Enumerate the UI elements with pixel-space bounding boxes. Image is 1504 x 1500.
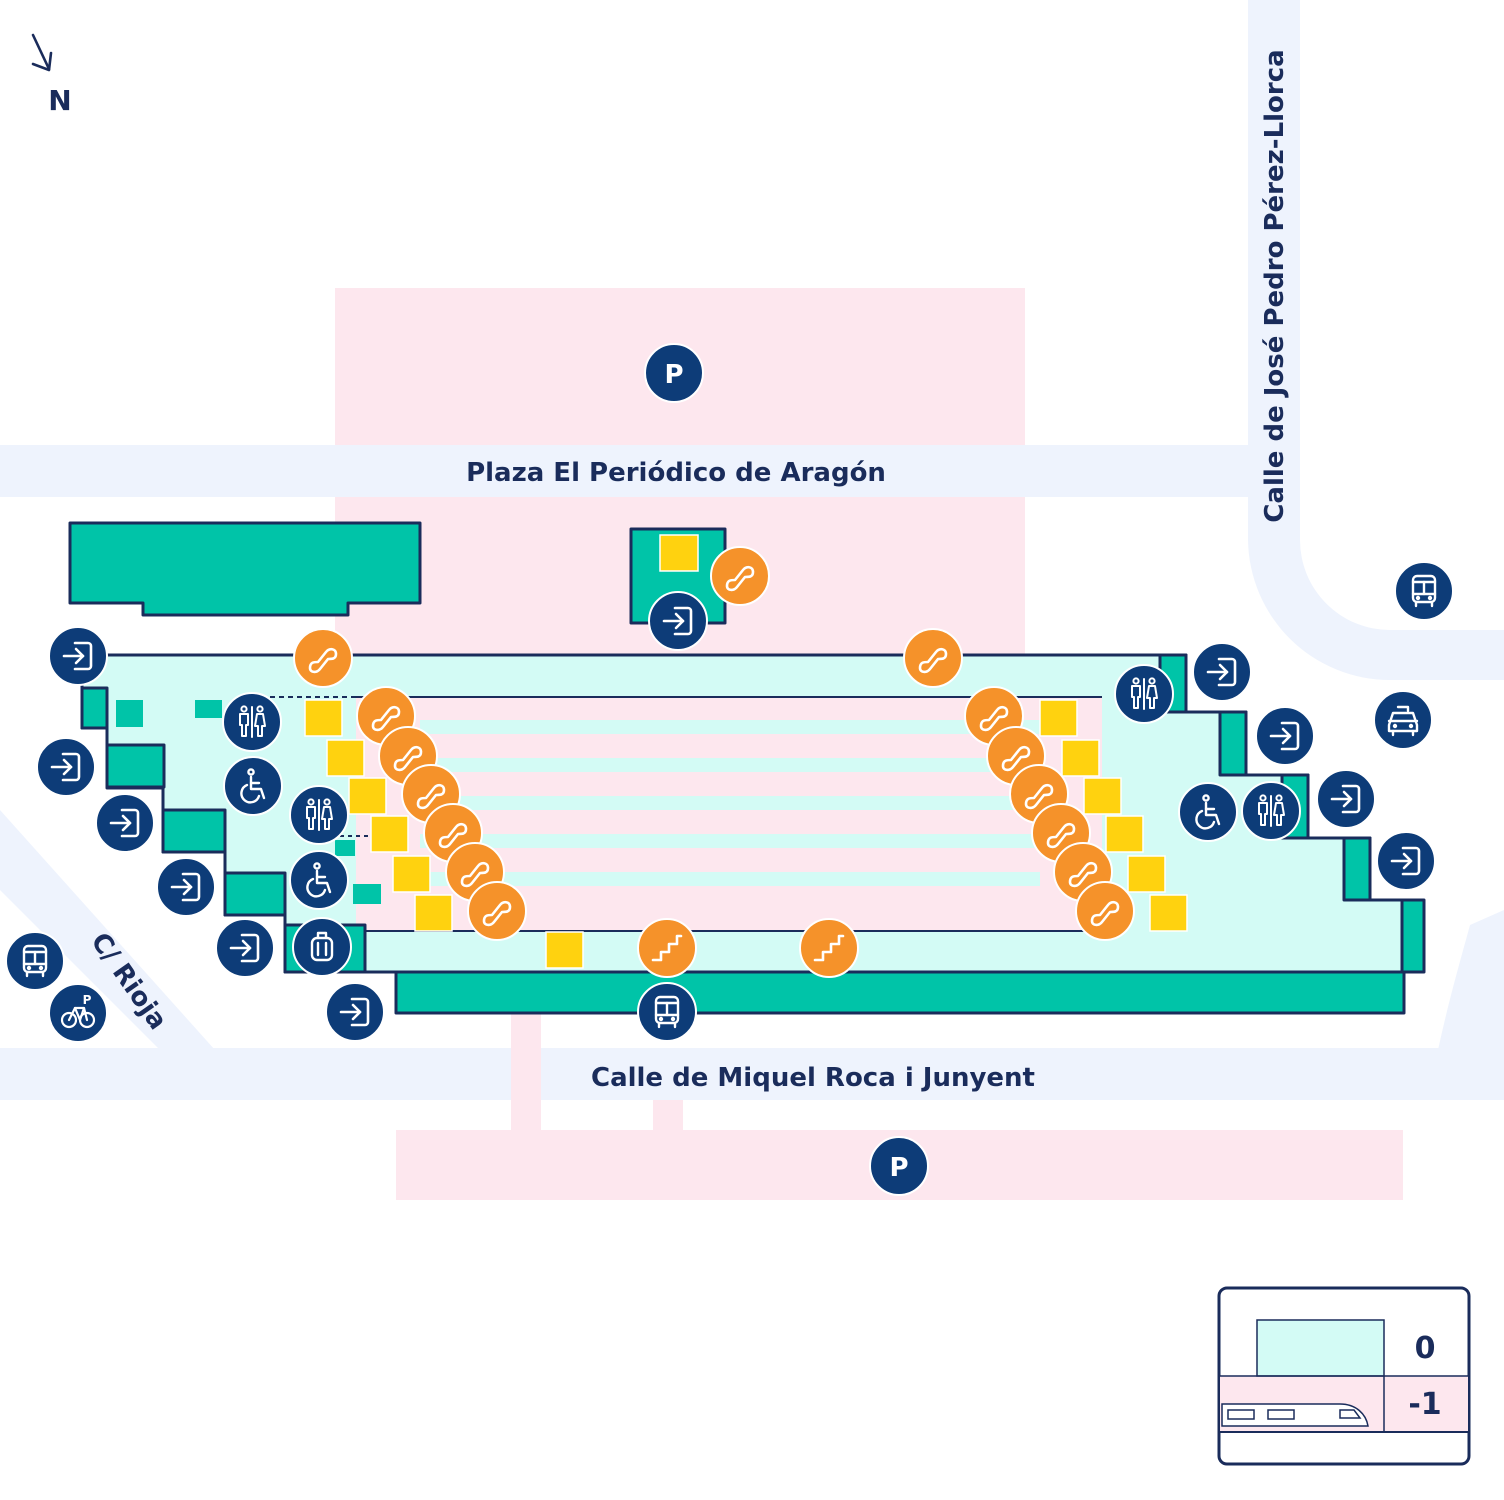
restroom-icon[interactable] bbox=[289, 785, 349, 845]
shop-east-2 bbox=[1218, 710, 1248, 777]
services: P bbox=[5, 561, 1454, 1043]
north-arrow-icon bbox=[31, 33, 53, 72]
road-east-curve bbox=[1248, 0, 1504, 680]
street-label-north: Plaza El Periódico de Aragón bbox=[466, 458, 886, 488]
elevator-icon[interactable] bbox=[1061, 739, 1100, 777]
south-platform-wall bbox=[394, 970, 1406, 1015]
escalator-icon[interactable] bbox=[710, 546, 770, 606]
bus-icon[interactable] bbox=[1394, 561, 1454, 621]
elevator-icon[interactable] bbox=[370, 815, 409, 853]
escalator-icon[interactable] bbox=[1075, 881, 1135, 941]
elevator-icon[interactable] bbox=[326, 739, 365, 777]
restroom-icon[interactable] bbox=[222, 692, 282, 752]
level-label-lower: -1 bbox=[1408, 1387, 1441, 1422]
level-upper-building bbox=[1256, 1319, 1385, 1377]
elevator-icon[interactable] bbox=[348, 777, 387, 815]
entrance-icon[interactable] bbox=[648, 591, 708, 651]
road-south bbox=[0, 1048, 1504, 1100]
wheelchair-icon[interactable] bbox=[1178, 782, 1238, 842]
elevator-icon[interactable] bbox=[392, 855, 431, 893]
luggage-icon[interactable] bbox=[292, 917, 352, 977]
road-west-diagonal bbox=[0, 810, 215, 1050]
elevator-icon[interactable] bbox=[545, 931, 584, 969]
stairs-icon[interactable] bbox=[799, 918, 859, 978]
restroom-icon[interactable] bbox=[1114, 664, 1174, 724]
elevator-icon[interactable] bbox=[1149, 894, 1188, 932]
escalator-icon[interactable] bbox=[903, 628, 963, 688]
connector-south-a bbox=[511, 1012, 541, 1130]
entrance-icon[interactable] bbox=[1255, 706, 1315, 766]
entrance-icon[interactable] bbox=[48, 626, 108, 686]
restroom-icon[interactable] bbox=[1241, 781, 1301, 841]
entrance-icon[interactable] bbox=[1316, 769, 1376, 829]
compass: N bbox=[31, 33, 72, 117]
parking-badge-north[interactable]: P bbox=[644, 343, 704, 403]
platform-stripes bbox=[420, 720, 1040, 886]
street-label-east: Calle de José Pedro Pérez-Llorca bbox=[1260, 49, 1290, 522]
entrance-icon[interactable] bbox=[156, 857, 216, 917]
bus-icon[interactable] bbox=[5, 931, 65, 991]
entrance-icon[interactable] bbox=[1192, 642, 1252, 702]
street-label-south: Calle de Miquel Roca i Junyent bbox=[591, 1063, 1035, 1093]
road-southeast-curve bbox=[1438, 910, 1504, 1050]
taxi-icon[interactable] bbox=[1373, 690, 1433, 750]
parking-badge-south[interactable]: P bbox=[869, 1136, 929, 1196]
stairs-icon[interactable] bbox=[637, 918, 697, 978]
entrance-icon[interactable] bbox=[325, 982, 385, 1042]
escalators bbox=[293, 546, 1135, 978]
shop-east-5 bbox=[1400, 898, 1426, 974]
entrance-icon[interactable] bbox=[1376, 831, 1436, 891]
bike-parking-icon[interactable]: P bbox=[48, 983, 108, 1043]
bike-parking-label: P bbox=[83, 993, 92, 1007]
entrance-icon[interactable] bbox=[36, 737, 96, 797]
train-icon bbox=[1221, 1403, 1369, 1427]
compass-label: N bbox=[48, 84, 71, 117]
parking-icon: P bbox=[664, 360, 683, 390]
elevators bbox=[304, 534, 1188, 969]
escalator-icon[interactable] bbox=[467, 881, 527, 941]
elevator-icon[interactable] bbox=[1083, 777, 1122, 815]
elevator-icon[interactable] bbox=[1105, 815, 1144, 853]
elevator-icon[interactable] bbox=[659, 534, 699, 572]
wheelchair-icon[interactable] bbox=[223, 756, 283, 816]
shop-west-1 bbox=[80, 686, 109, 730]
connector-south-b bbox=[653, 1100, 683, 1130]
elevator-icon[interactable] bbox=[414, 894, 453, 932]
entrance-icon[interactable] bbox=[95, 793, 155, 853]
level-label-upper: 0 bbox=[1415, 1331, 1436, 1366]
bus-icon[interactable] bbox=[637, 982, 697, 1042]
wheelchair-icon[interactable] bbox=[289, 850, 349, 910]
roads bbox=[0, 0, 1504, 1100]
entrance-icon[interactable] bbox=[215, 918, 275, 978]
level-indicator: 0 -1 bbox=[1217, 1286, 1471, 1466]
shop-east-4 bbox=[1342, 836, 1372, 902]
elevator-icon[interactable] bbox=[1039, 699, 1078, 737]
escalator-icon[interactable] bbox=[293, 628, 353, 688]
parking-icon: P bbox=[889, 1153, 908, 1183]
road-north bbox=[0, 445, 1250, 497]
building-northwest bbox=[68, 521, 422, 617]
elevator-icon[interactable] bbox=[304, 699, 343, 737]
teal-small-blocks bbox=[113, 700, 381, 966]
elevator-icon[interactable] bbox=[1127, 855, 1166, 893]
